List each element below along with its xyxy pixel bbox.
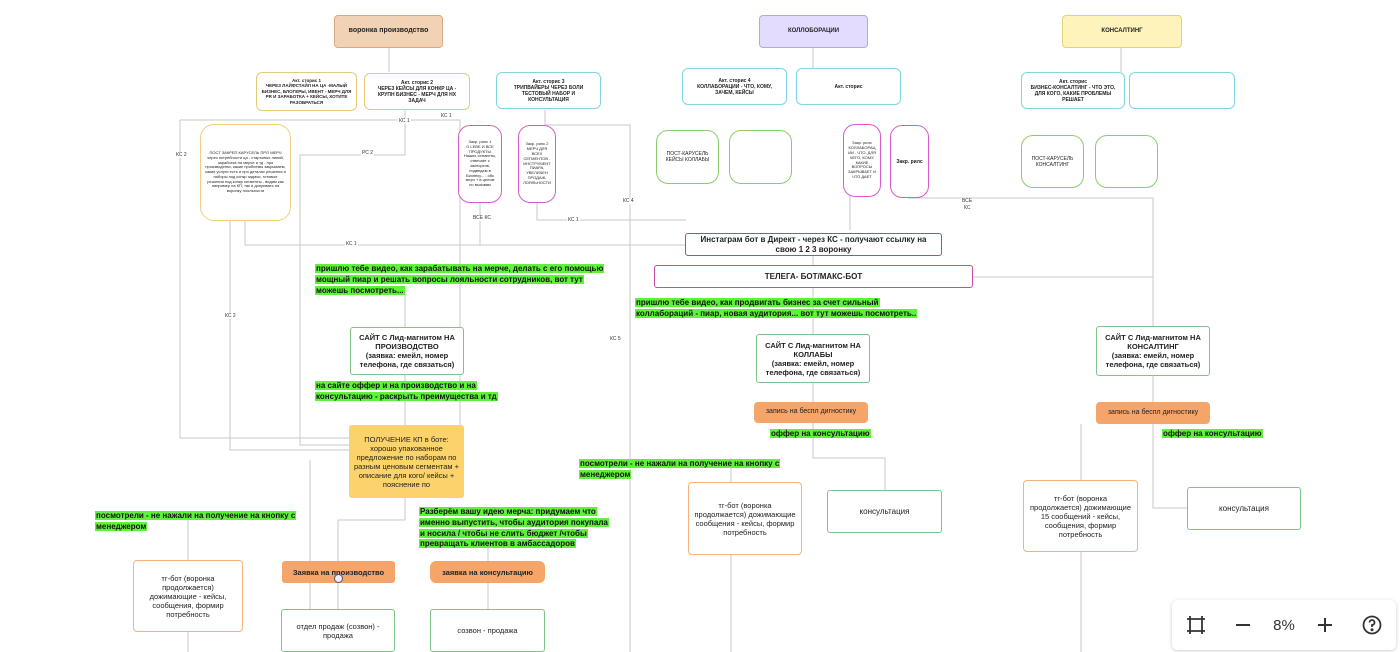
cursor-icon [334, 574, 343, 583]
story-card-6[interactable]: Акт. сторис БИЗНЕС-КОНСАЛТИНГ - ЧТО ЭТО,… [1021, 72, 1125, 109]
connector-tag: КС 1 [440, 113, 453, 119]
site-lead-magnet-consulting[interactable]: САЙТ С Лид-магнитом НА КОНСАЛТИНГ (заявк… [1096, 326, 1210, 376]
reels-card-3[interactable]: Закр. рилс КОЛЛАБОРАЦ ИИ - ЧТО, ДЛЯ ЧЕГО… [843, 124, 881, 197]
connector-tag: РС 2 [361, 150, 375, 156]
free-diagnostics-collab[interactable]: запись на беспл дигностику [754, 402, 868, 423]
tg-bot-funnel-production[interactable]: тг-бот (воронка продолжается) дожимающие… [133, 560, 243, 632]
free-diagnostics-consulting[interactable]: запись на беспл дигностику [1096, 402, 1210, 424]
consultation-node-collab[interactable]: консультация [827, 490, 942, 533]
connector-tag: КС 2 [224, 313, 237, 319]
message-offer-consult-1: оффер на консультацию [770, 429, 871, 438]
help-icon[interactable] [1355, 608, 1389, 642]
story-card-3[interactable]: Акт. сторис 3 ТРИПВАЙЕРЫ ЧЕРЕЗ БОЛИ ТЕСТ… [496, 72, 601, 109]
consultation-request-node[interactable]: заявка на консультацию [430, 561, 545, 583]
consulting-carousel-post[interactable]: ПОСТ-КАРУСЕЛЬ КОНСАЛТИНГ [1021, 135, 1084, 188]
fit-frame-icon[interactable] [1179, 608, 1213, 642]
connector-tag: КС 1 [345, 241, 358, 247]
message-not-clicked-collab: посмотрели - не нажали на получение на к… [579, 459, 781, 479]
consulting-post-empty[interactable] [1095, 135, 1158, 188]
zoom-level: 8% [1273, 616, 1295, 634]
connector-tag: КС 5 [609, 336, 622, 342]
minus-icon[interactable] [1226, 608, 1260, 642]
collaborations-header[interactable]: КОЛЛОБОРАЦИИ [759, 15, 868, 48]
connector-tag: ВСЕ КС [472, 215, 492, 221]
call-sale-node[interactable]: созвон - продажа [430, 609, 545, 652]
tg-bot-funnel-consulting[interactable]: тг-бот (воронка продолжается) дожимающие… [1023, 480, 1138, 552]
telegram-bot-node[interactable]: ТЕЛЕГА- БОТ/МАКС-БОТ [654, 265, 973, 288]
kp-in-bot-node[interactable]: ПОЛУЧЕНИЕ КП в боте: хорошо упакованное … [349, 425, 464, 498]
message-production-video: пришлю тебе видео, как зарабатывать на м… [315, 264, 605, 295]
story-card-5[interactable]: Акт. сторис [796, 68, 901, 105]
collab-carousel-post[interactable]: ПОСТ-КАРУСЕЛЬ КЕЙСЫ КОЛЛАБЫ [656, 130, 719, 184]
zoom-toolbar: 8% [1172, 600, 1396, 650]
story-card-7[interactable] [1129, 72, 1235, 109]
consultation-node-consulting[interactable]: консультация [1187, 487, 1301, 530]
message-collab-video: пришлю тебе видео, как продвигать бизнес… [635, 298, 918, 318]
story-card-2[interactable]: Акт. сторис 2 ЧЕРЕЗ КЕЙСЫ ДЛЯ КОНКР ЦА -… [364, 73, 470, 110]
sales-department-call-node[interactable]: отдел продаж (созвон) - продажа [281, 609, 395, 652]
instagram-bot-node[interactable]: Инстаграм бот в Директ - через КС - полу… [685, 233, 942, 256]
collab-post-empty[interactable] [729, 130, 792, 184]
production-request-node[interactable]: Заявка на производство [282, 561, 395, 583]
connector-tag: КС 4 [622, 198, 635, 204]
reels-card-4[interactable]: Закр. рилс [890, 125, 929, 198]
site-lead-magnet-collab[interactable]: САЙТ С Лид-магнитом НА КОЛЛАБЫ (заявка: … [756, 334, 870, 383]
message-merch-idea: Разберём вашу идею мерча: придумаем что … [419, 507, 609, 549]
message-not-clicked-production: посмотрели - не нажали на получение на к… [95, 511, 297, 531]
connector-tag: КС 2 [175, 152, 188, 158]
story-card-4[interactable]: Акт. сторис 4 КОЛЛАБОРАЦИИ - ЧТО, КОМУ, … [682, 68, 787, 105]
connector-tag: ВСЕ [961, 198, 974, 204]
site-lead-magnet-production[interactable]: САЙТ С Лид-магнитом НА ПРОИЗВОДСТВО (зая… [350, 327, 464, 375]
production-funnel-header[interactable]: воронка производство [334, 15, 443, 48]
connector-tag: КС [963, 205, 972, 211]
tg-bot-funnel-collab[interactable]: тг-бот (воронка продолжается) дожимающие… [688, 482, 802, 555]
connector-tag: КС 1 [398, 118, 411, 124]
reels-card-2[interactable]: Закр. рилс 2 МЕРЧ ДЛЯ ВСЕХ СЕГМЕНТОВ - И… [518, 125, 556, 203]
reels-card-1[interactable]: Закр. рилс 1 О LEBE И ВСЕ ПРОДУКТЫ Наших… [458, 125, 502, 203]
message-site-offer: на сайте оффер и на производство и на ко… [315, 381, 498, 401]
connector-tag: КС 1 [567, 217, 580, 223]
pinned-post-carousel[interactable]: ПОСТ ЗАКРЕП КАРУСЕЛЬ ПРО МЕРЧ через потр… [200, 124, 291, 221]
message-offer-consult-2: оффер на консультацию [1162, 429, 1263, 438]
consulting-header[interactable]: КОНСАЛТИНГ [1062, 15, 1182, 48]
plus-icon[interactable] [1308, 608, 1342, 642]
story-card-1[interactable]: Акт. сторис 1 ЧЕРЕЗ ЛАЙФСТАЙЛ НА ЦА -МАЛ… [256, 72, 357, 111]
